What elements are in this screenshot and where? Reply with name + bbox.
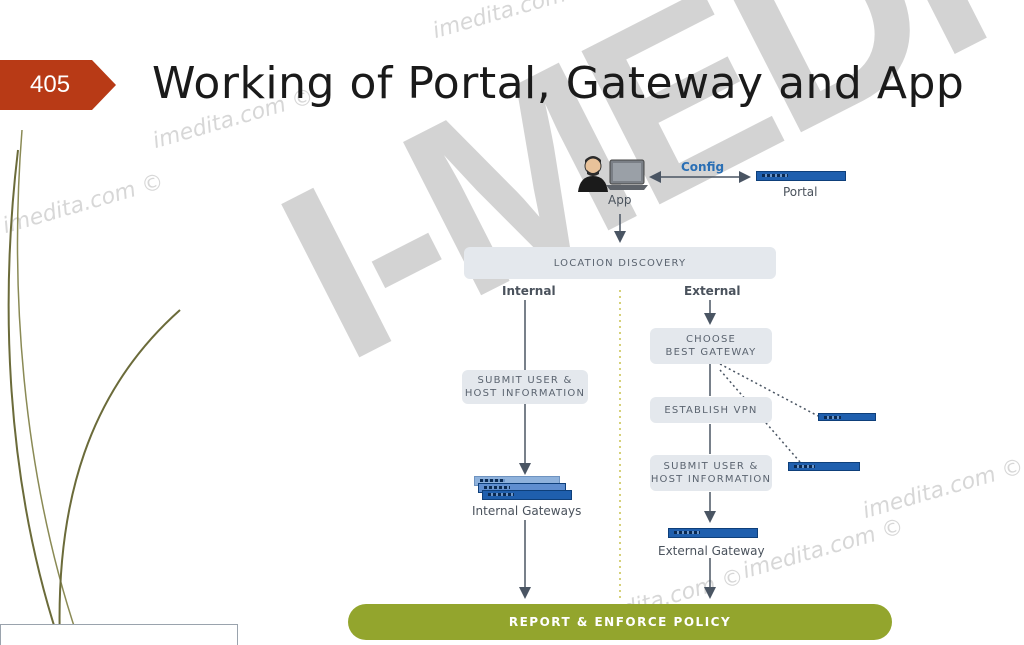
report-enforce-policy-bar: REPORT & ENFORCE POLICY <box>348 604 892 640</box>
internal-label: Internal <box>502 284 556 298</box>
slide-number: 405 <box>30 71 71 98</box>
page-title: Working of Portal, Gateway and App <box>152 58 965 109</box>
location-discovery-step: LOCATION DISCOVERY <box>464 247 776 279</box>
choose-best-gateway-step: CHOOSE BEST GATEWAY <box>650 328 772 364</box>
external-gateway-device-icon <box>668 528 758 538</box>
portal-device-icon <box>756 171 846 181</box>
external-label: External <box>684 284 741 298</box>
submit-external-line1: SUBMIT USER & <box>663 461 759 472</box>
establish-vpn-label: ESTABLISH VPN <box>664 404 758 416</box>
internal-gateway-device-icon <box>482 490 572 500</box>
submit-external-line2: HOST INFORMATION <box>650 474 772 485</box>
submit-user-host-internal-step: SUBMIT USER & HOST INFORMATION <box>462 370 588 404</box>
watermark-text: imedita.com © <box>0 169 167 240</box>
portal-label: Portal <box>783 185 818 199</box>
slide-number-badge: 405 <box>0 60 116 110</box>
submit-user-host-external-step: SUBMIT USER & HOST INFORMATION <box>650 455 772 491</box>
user-laptop-icon <box>578 156 648 192</box>
submit-internal-line1: SUBMIT USER & <box>477 375 573 386</box>
establish-vpn-step: ESTABLISH VPN <box>650 397 772 423</box>
internal-gateways-label: Internal Gateways <box>472 504 582 518</box>
choose-line2: BEST GATEWAY <box>665 347 757 358</box>
report-enforce-label: REPORT & ENFORCE POLICY <box>508 615 732 629</box>
config-label: Config <box>681 160 725 174</box>
external-gateway-label: External Gateway <box>658 544 765 558</box>
watermark-text: imedita.com © <box>860 454 1024 525</box>
bottom-left-frame <box>0 624 238 645</box>
watermark-text: imedita.com © <box>740 514 907 585</box>
candidate-gateway-device-icon <box>818 413 876 421</box>
choose-line1: CHOOSE <box>685 334 737 345</box>
candidate-gateway-device-icon <box>788 462 860 471</box>
submit-internal-line2: HOST INFORMATION <box>464 388 586 399</box>
app-label: App <box>608 193 632 207</box>
location-discovery-label: LOCATION DISCOVERY <box>553 257 687 269</box>
